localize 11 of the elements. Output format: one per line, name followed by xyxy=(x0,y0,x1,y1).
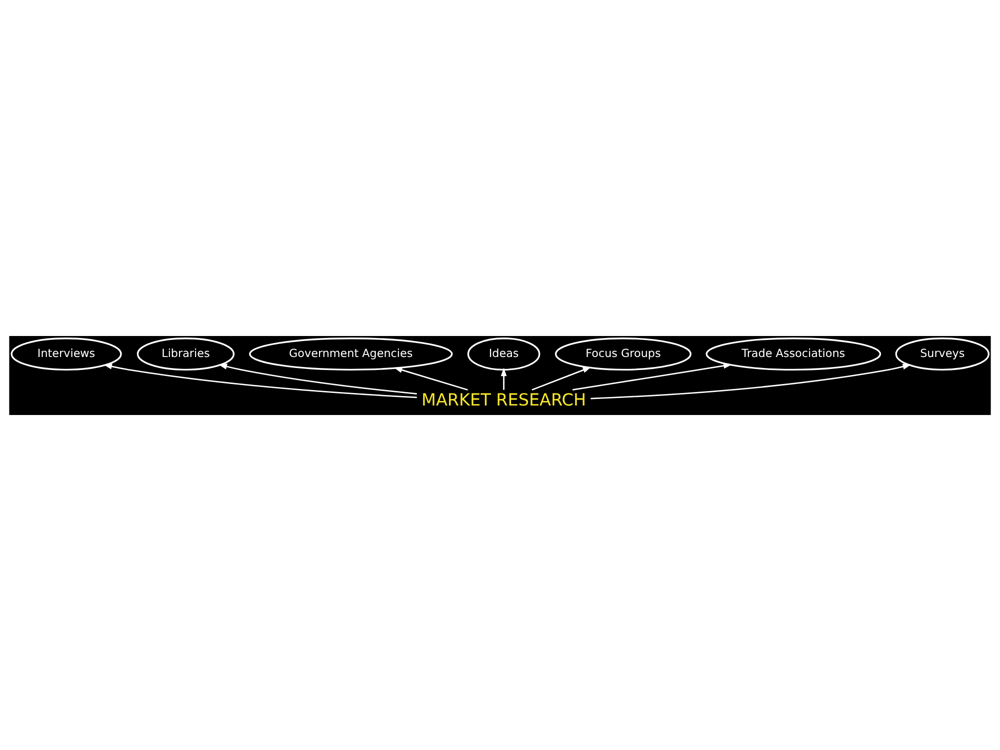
arrow xyxy=(500,367,507,390)
arrow xyxy=(394,366,468,390)
arrow xyxy=(218,363,417,394)
arrow xyxy=(532,366,592,390)
node-ellipse: Ideas xyxy=(467,337,540,370)
arrow xyxy=(590,363,912,399)
node-ellipse: Focus Groups xyxy=(554,337,692,370)
arrow xyxy=(104,363,417,398)
node-ellipse: Government Agencies xyxy=(249,337,453,370)
arrow xyxy=(572,362,732,390)
node-text: MARKET RESEARCH xyxy=(422,389,586,410)
